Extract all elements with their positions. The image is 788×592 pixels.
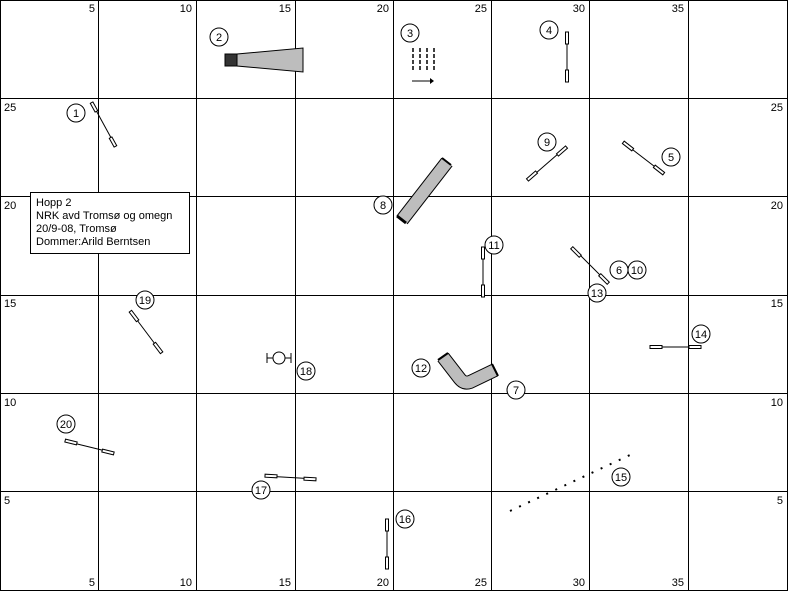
course-info-box: Hopp 2 NRK avd Tromsø og omegn 20/9-08, … bbox=[30, 192, 190, 254]
obstacle-11-hurdle bbox=[481, 246, 485, 298]
obstacle-6-10-13-hurdle bbox=[569, 245, 611, 286]
number-marker-17: 17 bbox=[251, 480, 271, 500]
y-axis-left-label: 5 bbox=[4, 495, 10, 507]
svg-text:6: 6 bbox=[616, 265, 622, 277]
obstacle-20-hurdle bbox=[64, 438, 115, 456]
svg-text:20: 20 bbox=[60, 419, 72, 431]
number-marker-18: 18 bbox=[296, 361, 316, 381]
obstacle-3-weave bbox=[412, 48, 435, 84]
obstacle-8-tunnel bbox=[396, 157, 453, 225]
x-axis-top-label: 15 bbox=[279, 3, 291, 15]
x-axis-bottom-label: 10 bbox=[180, 577, 192, 589]
svg-text:16: 16 bbox=[399, 514, 411, 526]
x-axis-top-label: 35 bbox=[672, 3, 684, 15]
x-axis-bottom-label: 30 bbox=[573, 577, 585, 589]
number-marker-14: 14 bbox=[691, 324, 711, 344]
svg-text:5: 5 bbox=[668, 152, 674, 164]
obstacle-1-hurdle bbox=[89, 101, 118, 148]
obstacle-4-hurdle bbox=[565, 31, 569, 83]
x-axis-top-label: 10 bbox=[180, 3, 192, 15]
obstacle-9-hurdle bbox=[525, 145, 569, 182]
svg-text:14: 14 bbox=[695, 329, 707, 341]
svg-text:11: 11 bbox=[488, 240, 499, 252]
number-marker-16: 16 bbox=[395, 509, 415, 529]
svg-text:15: 15 bbox=[615, 472, 627, 484]
y-axis-right-label: 5 bbox=[777, 495, 783, 507]
svg-text:8: 8 bbox=[380, 200, 386, 212]
x-axis-top-label: 5 bbox=[89, 3, 95, 15]
x-axis-top-label: 25 bbox=[475, 3, 487, 15]
obstacle-14-hurdle bbox=[649, 345, 702, 349]
number-marker-9: 9 bbox=[537, 132, 557, 152]
svg-text:19: 19 bbox=[139, 295, 151, 307]
y-axis-right-label: 25 bbox=[771, 102, 783, 114]
svg-text:4: 4 bbox=[546, 25, 552, 37]
svg-text:13: 13 bbox=[591, 288, 603, 300]
y-axis-right-label: 10 bbox=[771, 397, 783, 409]
obstacle-17-hurdle bbox=[264, 473, 317, 482]
x-axis-bottom-label: 5 bbox=[89, 577, 95, 589]
number-marker-3: 3 bbox=[400, 23, 420, 43]
number-marker-15: 15 bbox=[611, 467, 631, 487]
y-axis-right-label: 15 bbox=[771, 298, 783, 310]
svg-text:12: 12 bbox=[415, 363, 427, 375]
y-axis-left-label: 10 bbox=[4, 397, 16, 409]
svg-text:10: 10 bbox=[631, 265, 643, 277]
number-marker-1: 1 bbox=[66, 103, 86, 123]
x-axis-bottom-label: 15 bbox=[279, 577, 291, 589]
date-place: 20/9-08, Tromsø bbox=[36, 223, 117, 235]
x-axis-top-label: 30 bbox=[573, 3, 585, 15]
y-axis-right-label: 20 bbox=[771, 200, 783, 212]
svg-text:9: 9 bbox=[544, 137, 550, 149]
obstacle-19-hurdle bbox=[128, 309, 164, 355]
number-marker-4: 4 bbox=[539, 20, 559, 40]
number-marker-12: 12 bbox=[411, 358, 431, 378]
club-name: NRK avd Tromsø og omegn bbox=[36, 210, 173, 222]
arrow-right-icon bbox=[430, 78, 434, 84]
number-marker-13: 13 bbox=[587, 283, 607, 303]
svg-text:2: 2 bbox=[216, 32, 222, 44]
number-marker-20: 20 bbox=[56, 414, 76, 434]
number-marker-5: 5 bbox=[661, 147, 681, 167]
obstacle-7-12-curved-tunnel bbox=[437, 352, 499, 390]
svg-text:1: 1 bbox=[73, 108, 79, 120]
y-axis-left-label: 20 bbox=[4, 200, 16, 212]
svg-text:3: 3 bbox=[407, 28, 413, 40]
obstacle-18-tire bbox=[266, 351, 292, 365]
svg-text:7: 7 bbox=[513, 385, 519, 397]
obstacle-5-hurdle bbox=[621, 140, 666, 176]
number-marker-11: 11 bbox=[484, 235, 504, 255]
x-axis-top-label: 20 bbox=[377, 3, 389, 15]
obstacle-2-chute bbox=[224, 47, 304, 73]
number-marker-7: 7 bbox=[506, 380, 526, 400]
y-axis-left-label: 25 bbox=[4, 102, 16, 114]
obstacle-15-dotted-line bbox=[509, 454, 631, 512]
obstacle-16-hurdle bbox=[385, 518, 389, 570]
svg-text:17: 17 bbox=[255, 485, 267, 497]
x-axis-bottom-label: 35 bbox=[672, 577, 684, 589]
number-marker-2: 2 bbox=[209, 27, 229, 47]
judge-name: Dommer:Arild Berntsen bbox=[36, 236, 151, 248]
x-axis-bottom-label: 25 bbox=[475, 577, 487, 589]
number-marker-19: 19 bbox=[135, 290, 155, 310]
x-axis-bottom-label: 20 bbox=[377, 577, 389, 589]
number-marker-8: 8 bbox=[373, 195, 393, 215]
number-marker-10: 10 bbox=[627, 260, 647, 280]
number-marker-6: 6 bbox=[609, 260, 629, 280]
y-axis-left-label: 15 bbox=[4, 298, 16, 310]
course-title: Hopp 2 bbox=[36, 197, 72, 209]
svg-text:18: 18 bbox=[300, 366, 312, 378]
